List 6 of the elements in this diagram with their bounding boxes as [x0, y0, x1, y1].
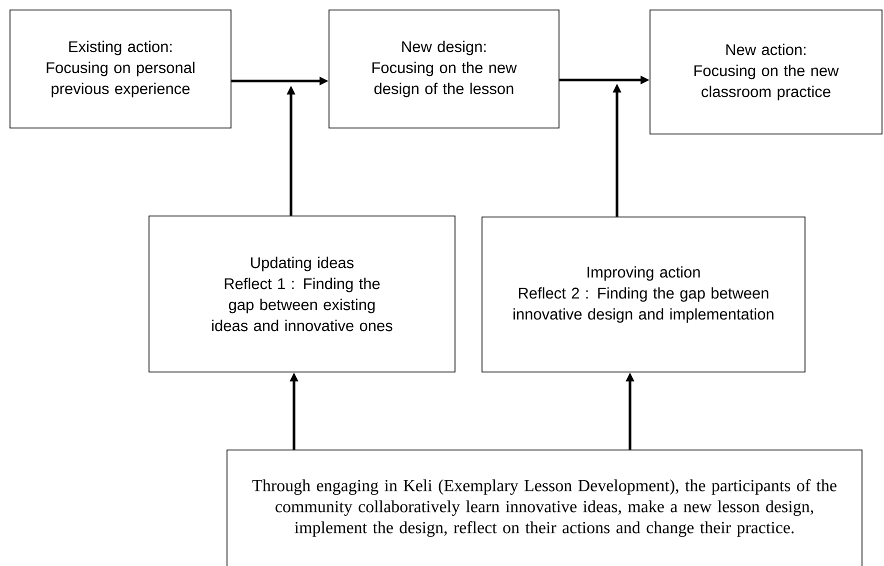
- text-box: Through engaging in Keli (Exemplary Lesson Development), the participants of the community collaboratively learn innovative ideas, make a new lesson design, implement the design, reflect on their actions and change their practice.: [226, 450, 862, 566]
- process-box: New design: Focusing on the new design of the lesson: [328, 10, 560, 128]
- process-box: Updating ideas Reflect 1 : Finding the gap between existing ideas and innovative ones: [148, 216, 456, 372]
- process-box: Improving action Reflect 2 : Finding the gap between innovative design and implementation: [482, 216, 806, 372]
- process-box: New action: Focusing on the new classroom practice: [650, 10, 882, 134]
- process-box: Existing action: Focusing on personal previous experience: [10, 10, 232, 128]
